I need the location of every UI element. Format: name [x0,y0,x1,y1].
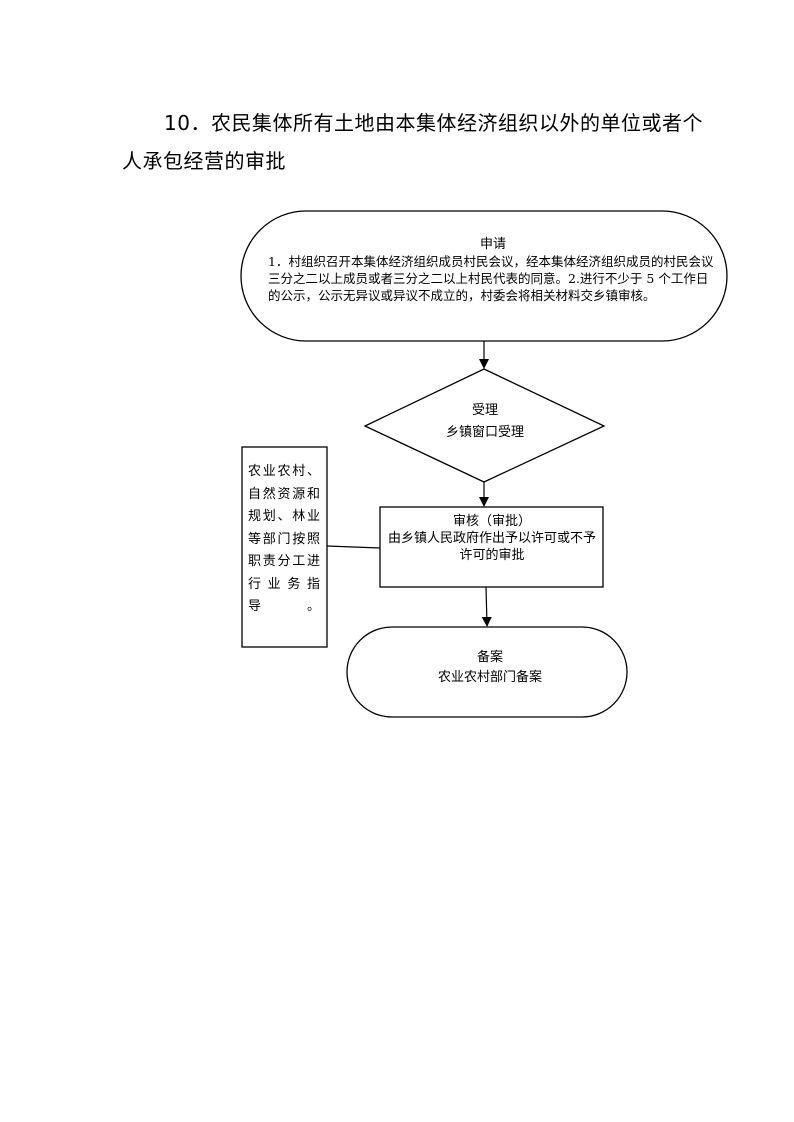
apply-node-description: 1．村组织召开本集体经济组织成员村民会议，经本集体经济组织成员的村民会议三分之二… [268,254,714,303]
accept-node-description: 乡镇窗口受理 [445,425,524,440]
record-node: 备案 农业农村部门备案 [370,648,610,688]
arrow-review-to-record [481,586,492,627]
accept-node: 受理 乡镇窗口受理 [405,400,565,444]
guidance-note: 农业农村、自然资源和规划、林业等部门按照职责分工进行业务指导。 [248,464,320,614]
page-title: 10．农民集体所有土地由本集体经济组织以外的单位或者个人承包经营的审批 [122,111,703,173]
review-node-description: 由乡镇人民政府作出予以许可或不予许可的审批 [387,531,596,563]
connector-guidance-to-review [326,545,381,549]
record-node-description: 农业农村部门备案 [437,670,542,685]
review-node: 审核（审批） 由乡镇人民政府作出予以许可或不予许可的审批 [386,513,598,564]
review-node-label: 审核（审批） [452,514,531,529]
record-node-label: 备案 [476,650,503,665]
apply-node: 申请 1．村组织召开本集体经济组织成员村民会议，经本集体经济组织成员的村民会议三… [268,236,718,304]
apply-node-label: 申请 [479,237,506,252]
accept-node-label: 受理 [471,403,498,418]
